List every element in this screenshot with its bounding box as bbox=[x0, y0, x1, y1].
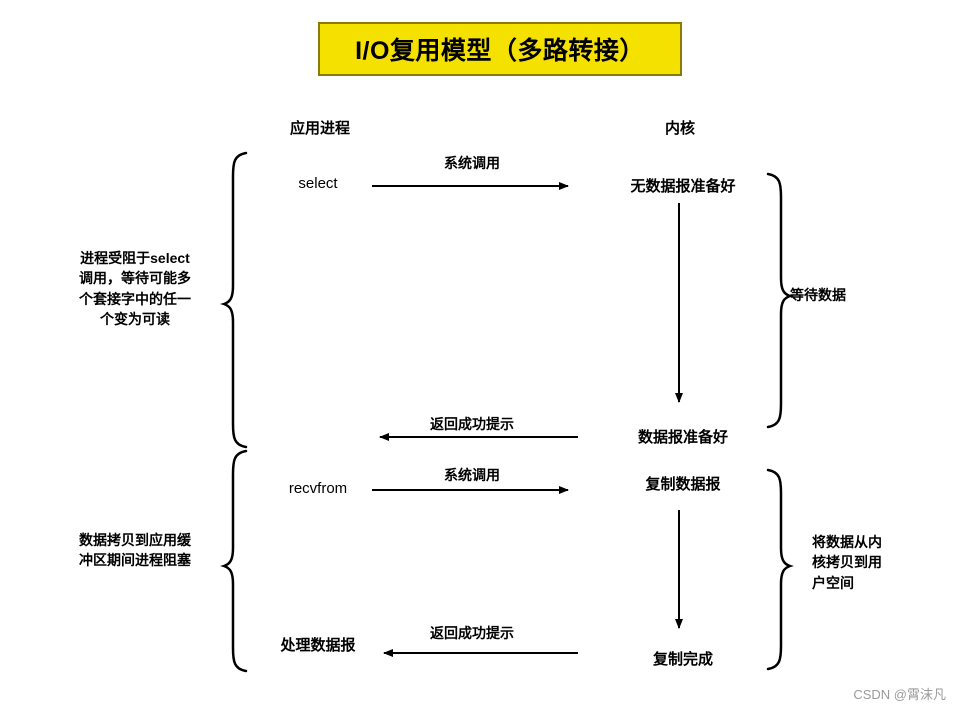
brace-label-left-bottom-line-1: 数据拷贝到应用缓 bbox=[79, 532, 191, 548]
brace-label-right-top-line-1: 等待数据 bbox=[790, 287, 846, 303]
arrow-label-syscall-2: 系统调用 bbox=[444, 467, 500, 483]
node-copy-done: 复制完成 bbox=[652, 651, 713, 668]
arrow-label-return-ok-2: 返回成功提示 bbox=[430, 625, 514, 641]
diagram-title-box: I/O复用模型（多路转接） bbox=[318, 22, 682, 76]
watermark-text: CSDN @霄沫凡 bbox=[853, 687, 946, 702]
brace-right-bottom bbox=[766, 468, 794, 671]
brace-right-top bbox=[766, 172, 794, 429]
brace-label-left-top-line-1: 进程受阻于select bbox=[80, 250, 190, 266]
brace-label-right-bottom-line-3: 户空间 bbox=[812, 574, 854, 591]
node-recvfrom: recvfrom bbox=[288, 480, 348, 497]
node-no-data-ready: 无数据报准备好 bbox=[630, 178, 736, 195]
arrow-label-syscall-1: 系统调用 bbox=[444, 155, 500, 171]
brace-label-left-bottom: 数据拷贝到应用缓 冲区期间进程阻塞 bbox=[40, 530, 230, 571]
column-header-kernel: 内核 bbox=[664, 120, 695, 137]
node-data-ready: 数据报准备好 bbox=[637, 429, 728, 446]
column-header-application: 应用进程 bbox=[289, 120, 350, 137]
brace-label-right-bottom-line-2: 核拷贝到用 bbox=[812, 554, 882, 571]
brace-label-left-top-line-3: 个套接字中的任一 bbox=[79, 290, 191, 307]
node-select: select bbox=[298, 175, 338, 192]
brace-label-left-bottom-line-2: 冲区期间进程阻塞 bbox=[79, 552, 191, 569]
brace-label-left-top-line-4: 个变为可读 bbox=[100, 310, 170, 327]
brace-label-right-top: 等待数据 bbox=[790, 285, 940, 305]
node-copy-data: 复制数据报 bbox=[645, 476, 721, 493]
node-process-data: 处理数据报 bbox=[280, 637, 356, 654]
brace-label-left-top: 进程受阻于select 调用，等待可能多 个套接字中的任一 个变为可读 bbox=[40, 248, 230, 329]
brace-label-right-bottom-line-1: 将数据从内 bbox=[812, 534, 882, 550]
page-title: I/O复用模型（多路转接） bbox=[355, 37, 645, 65]
brace-label-right-bottom: 将数据从内 核拷贝到用 户空间 bbox=[812, 532, 960, 593]
arrow-label-return-ok-1: 返回成功提示 bbox=[430, 416, 514, 432]
brace-label-left-top-line-2: 调用，等待可能多 bbox=[79, 270, 191, 287]
